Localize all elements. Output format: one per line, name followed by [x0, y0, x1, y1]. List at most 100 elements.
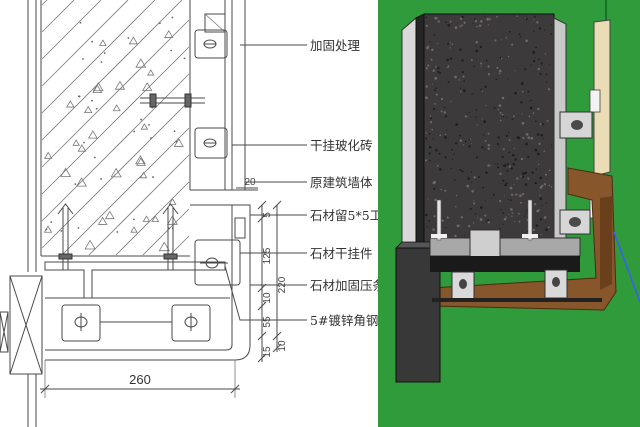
granite-speck: [543, 150, 545, 153]
granite-speck: [431, 48, 434, 52]
aggregate-dot: [127, 37, 130, 39]
granite-speck: [531, 99, 533, 101]
granite-speck: [434, 103, 437, 105]
aggregate-mark: [76, 177, 87, 187]
granite-speck: [513, 184, 515, 186]
aggregate-dot: [148, 123, 150, 126]
granite-speck: [506, 163, 509, 166]
granite-speck: [460, 216, 463, 219]
hatch-line: [41, 0, 48, 6]
back-white-panel: [401, 16, 417, 265]
aggregate-dot: [95, 107, 98, 110]
granite-speck: [424, 213, 428, 217]
upper-bracket-1: [194, 29, 228, 59]
aggregate-mark: [110, 167, 122, 178]
granite-speck: [510, 167, 513, 170]
granite-speck: [508, 151, 511, 153]
granite-speck: [538, 209, 540, 211]
granite-speck: [451, 148, 454, 151]
column-outline: [9, 275, 43, 375]
aggregate-dot: [168, 227, 170, 230]
granite-speck: [500, 39, 502, 41]
aggregate-dot: [133, 218, 135, 221]
granite-speck: [444, 115, 448, 118]
granite-speck: [487, 218, 490, 222]
aggregate-mark: [164, 29, 174, 38]
hatch-line: [88, 154, 190, 256]
cad-section-drawing: 260 20 5 125 10 55 15 220 10: [0, 0, 386, 427]
granite-speck: [508, 139, 511, 142]
granite-speck: [473, 200, 475, 202]
granite-speck: [539, 73, 542, 76]
granite-speck: [512, 115, 515, 118]
aggregate-mark: [112, 104, 121, 112]
aggregate-dot: [183, 57, 186, 60]
granite-speck: [521, 113, 523, 115]
render-bracket-upper-slot: [571, 120, 583, 130]
granite-speck: [484, 85, 487, 89]
vertical-anchor-bolt-left: [57, 203, 74, 270]
hatch-line: [41, 0, 183, 141]
granite-speck: [532, 228, 536, 232]
aggregate-dot: [91, 99, 93, 102]
granite-speck: [437, 20, 440, 23]
aggregate-dot: [100, 61, 103, 63]
granite-speck: [476, 124, 478, 126]
granite-speck: [425, 16, 428, 19]
granite-speck: [476, 58, 478, 60]
aggregate-dot: [173, 130, 176, 133]
aggregate-dot: [116, 231, 119, 233]
granite-speck: [501, 113, 504, 116]
granite-speck: [432, 107, 436, 111]
granite-speck: [461, 170, 464, 173]
granite-speck: [459, 87, 462, 89]
granite-speck: [444, 133, 447, 136]
aggregate-dot: [100, 178, 103, 180]
vbolt-left-nut: [58, 253, 73, 260]
granite-speck: [550, 144, 553, 146]
granite-speck: [451, 158, 454, 161]
granite-speck: [450, 100, 452, 102]
granite-speck: [471, 93, 473, 95]
granite-speck: [464, 234, 466, 236]
granite-speck: [429, 117, 432, 120]
granite-speck: [527, 136, 531, 139]
granite-speck: [487, 65, 490, 68]
aggregate-dot: [158, 22, 161, 25]
granite-speck: [443, 218, 445, 220]
granite-speck: [463, 21, 466, 24]
granite-speck: [433, 215, 436, 218]
granite-speck: [474, 116, 477, 118]
granite-speck: [500, 57, 503, 60]
granite-speck: [499, 227, 501, 230]
granite-speck: [445, 226, 447, 229]
granite-speck: [539, 194, 541, 196]
granite-speck: [447, 23, 451, 27]
aggregate-dot: [77, 95, 80, 98]
granite-speck: [518, 220, 521, 223]
granite-speck: [475, 108, 478, 111]
aggregate-dot: [140, 118, 142, 121]
aggregate-mark: [83, 105, 93, 114]
granite-speck: [544, 53, 547, 55]
granite-speck: [439, 168, 442, 171]
aggregate-mark: [166, 215, 178, 225]
granite-speck: [508, 131, 510, 134]
aggregate-dot: [150, 137, 152, 139]
aggregate-mark: [92, 84, 103, 94]
bottom-bracket-left: [61, 304, 101, 342]
granite-speck: [432, 138, 434, 140]
granite-speck: [492, 193, 495, 196]
hatch-line: [41, 0, 75, 33]
granite-speck: [487, 73, 491, 76]
granite-speck: [537, 189, 539, 191]
granite-speck: [527, 90, 530, 93]
granite-speck: [524, 183, 528, 186]
granite-speck: [504, 195, 506, 197]
granite-speck: [484, 148, 486, 150]
granite-speck: [440, 97, 444, 101]
granite-speck: [516, 177, 519, 180]
granite-speck: [541, 184, 544, 187]
bolt-nut-a: [149, 93, 157, 108]
granite-speck: [480, 88, 482, 91]
